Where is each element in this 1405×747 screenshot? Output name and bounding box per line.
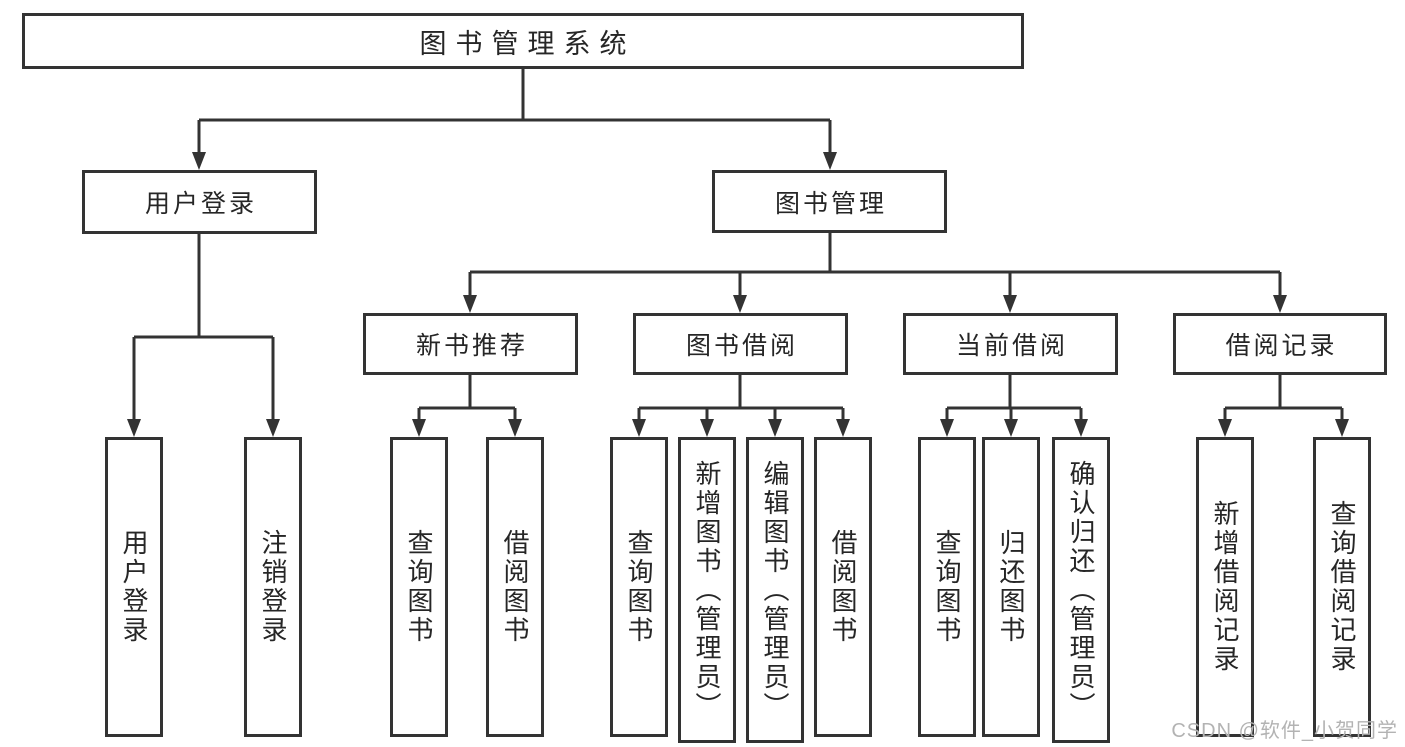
node-bb-query-label: 查询图书	[624, 529, 654, 645]
node-bb-add-label: 新增图书（管理员）	[692, 459, 722, 721]
connector-borrow-records	[1223, 375, 1344, 420]
node-nb-borrow: 借阅图书	[486, 437, 544, 737]
node-new-books: 新书推荐	[363, 313, 578, 375]
node-bb-borrow: 借阅图书	[814, 437, 872, 737]
connector-new-books	[417, 375, 517, 420]
node-nb-borrow-label: 借阅图书	[500, 529, 530, 645]
node-br-query: 查询借阅记录	[1313, 437, 1371, 737]
connector-current-borrow	[945, 375, 1083, 420]
connector-root	[197, 69, 832, 153]
node-root: 图书管理系统	[22, 13, 1024, 69]
node-book-mgmt: 图书管理	[712, 170, 947, 233]
connector-book-mgmt	[468, 233, 1282, 296]
node-ul-logout: 注销登录	[244, 437, 302, 737]
node-nb-query-label: 查询图书	[404, 529, 434, 645]
node-bb-add: 新增图书（管理员）	[678, 437, 736, 743]
node-cb-return: 归还图书	[982, 437, 1040, 737]
node-ul-login-label: 用户登录	[119, 529, 149, 645]
node-bb-borrow-label: 借阅图书	[828, 529, 858, 645]
node-cb-confirm-label: 确认归还（管理员）	[1066, 459, 1096, 721]
connector-book-borrow	[637, 375, 845, 420]
node-borrow-records: 借阅记录	[1173, 313, 1387, 375]
node-user-login: 用户登录	[82, 170, 317, 234]
connector-user-login	[132, 234, 275, 420]
node-br-add: 新增借阅记录	[1196, 437, 1254, 737]
node-bb-query: 查询图书	[610, 437, 668, 737]
node-ul-login: 用户登录	[105, 437, 163, 737]
node-nb-query: 查询图书	[390, 437, 448, 737]
node-ul-logout-label: 注销登录	[258, 529, 288, 645]
node-br-query-label: 查询借阅记录	[1327, 500, 1357, 674]
node-bb-edit-label: 编辑图书（管理员）	[760, 459, 790, 721]
node-cb-confirm: 确认归还（管理员）	[1052, 437, 1110, 743]
node-cb-return-label: 归还图书	[996, 529, 1026, 645]
node-cb-query: 查询图书	[918, 437, 976, 737]
node-current-borrow: 当前借阅	[903, 313, 1118, 375]
csdn-watermark: CSDN @软件_小贺同学	[1171, 720, 1398, 742]
node-cb-query-label: 查询图书	[932, 529, 962, 645]
node-br-add-label: 新增借阅记录	[1210, 500, 1240, 674]
node-book-borrow: 图书借阅	[633, 313, 848, 375]
node-bb-edit: 编辑图书（管理员）	[746, 437, 804, 743]
